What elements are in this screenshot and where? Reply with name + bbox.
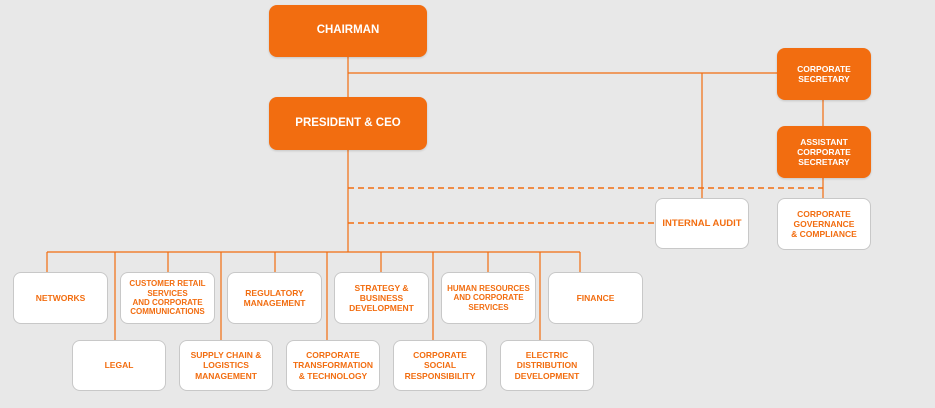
corporate-secretary-box: CORPORATE SECRETARY — [777, 48, 871, 100]
internal-audit-box: INTERNAL AUDIT — [655, 198, 749, 249]
corporate-governance-box: CORPORATE GOVERNANCE & COMPLIANCE — [777, 198, 871, 250]
dept-customer-retail: CUSTOMER RETAIL SERVICES AND CORPORATE C… — [120, 272, 215, 324]
dept-electric-distribution: ELECTRIC DISTRIBUTION DEVELOPMENT — [500, 340, 594, 391]
dept-regulatory: REGULATORY MANAGEMENT — [227, 272, 322, 324]
dept-finance: FINANCE — [548, 272, 643, 324]
assistant-corporate-secretary-box: ASSISTANT CORPORATE SECRETARY — [777, 126, 871, 178]
dept-legal: LEGAL — [72, 340, 166, 391]
president-ceo-box: PRESIDENT & CEO — [269, 97, 427, 150]
dept-strategy: STRATEGY & BUSINESS DEVELOPMENT — [334, 272, 429, 324]
dept-supply-chain: SUPPLY CHAIN & LOGISTICS MANAGEMENT — [179, 340, 273, 391]
dept-networks: NETWORKS — [13, 272, 108, 324]
chairman-box: CHAIRMAN — [269, 5, 427, 57]
dept-human-resources: HUMAN RESOURCES AND CORPORATE SERVICES — [441, 272, 536, 324]
dept-corporate-transformation: CORPORATE TRANSFORMATION & TECHNOLOGY — [286, 340, 380, 391]
dept-corporate-social-responsibility: CORPORATE SOCIAL RESPONSIBILITY — [393, 340, 487, 391]
